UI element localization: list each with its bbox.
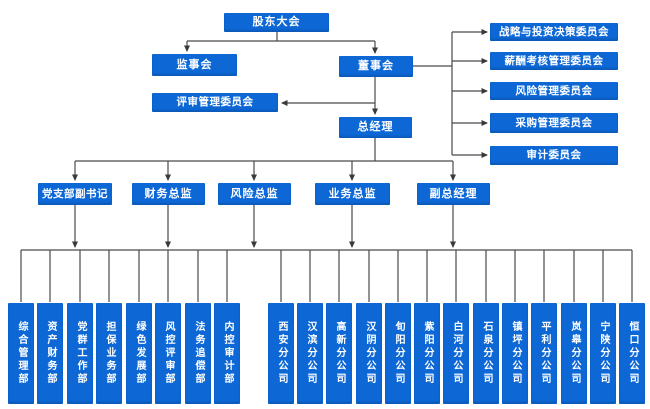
- committee-node: 战略与投资决策委员会: [490, 23, 618, 41]
- branch-node: 镇坪分公司: [502, 303, 528, 404]
- committee-node: 审计委员会: [490, 146, 618, 165]
- branch-node: 西安分公司: [268, 303, 294, 404]
- manager-node: 党支部副书记: [38, 183, 112, 205]
- branch-node: 汉阴分公司: [356, 303, 382, 404]
- manager-node: 财务总监: [132, 183, 205, 205]
- department-node: 综合管理部: [8, 303, 34, 404]
- manager-node: 业务总监: [315, 183, 390, 205]
- committee-node: 采购管理委员会: [490, 113, 618, 133]
- node-review-management-committee: 评审管理委员会: [152, 93, 278, 112]
- department-node: 风控评审部: [155, 303, 181, 404]
- branch-node: 平利分公司: [531, 303, 557, 404]
- node-general-manager: 总经理: [339, 117, 412, 138]
- department-node: 党群工作部: [67, 303, 93, 404]
- node-shareholders-meeting: 股东大会: [224, 13, 329, 32]
- branch-node: 汉滨分公司: [297, 303, 323, 404]
- manager-node: 副总经理: [417, 183, 490, 205]
- node-board-of-directors: 董事会: [339, 56, 413, 77]
- department-node: 法务追偿部: [185, 303, 211, 404]
- branch-node: 石泉分公司: [473, 303, 499, 404]
- branch-node: 白河分公司: [443, 303, 469, 404]
- branch-node: 旬阳分公司: [385, 303, 411, 404]
- committee-node: 薪酬考核管理委员会: [490, 52, 618, 70]
- node-supervisory-board: 监事会: [152, 54, 237, 76]
- branch-node: 紫阳分公司: [414, 303, 440, 404]
- department-node: 绿色发展部: [126, 303, 152, 404]
- committee-node: 风险管理委员会: [490, 82, 618, 100]
- department-node: 资产财务部: [37, 303, 63, 404]
- branch-node: 恒口分公司: [619, 303, 645, 404]
- branch-node: 岚皋分公司: [561, 303, 587, 404]
- branch-node: 宁陕分公司: [590, 303, 616, 404]
- manager-node: 风险总监: [218, 183, 291, 205]
- branch-node: 高新分公司: [326, 303, 352, 404]
- department-node: 内控审计部: [214, 303, 240, 404]
- department-node: 担保业务部: [96, 303, 122, 404]
